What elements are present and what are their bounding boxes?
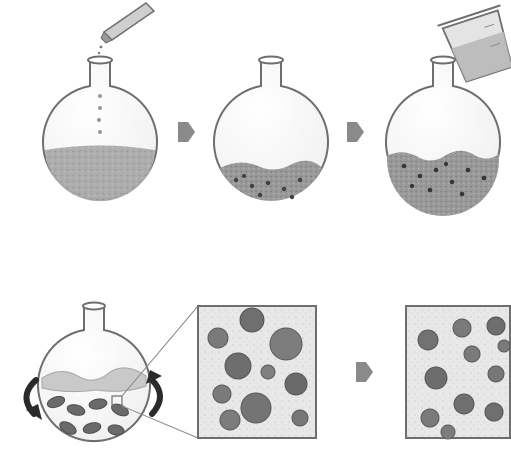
step-1-flask <box>43 3 157 201</box>
step-arrow-icon <box>347 122 364 142</box>
step-3-flask <box>386 5 511 216</box>
step-arrow-icon <box>178 122 195 142</box>
step-arrow-icon <box>356 362 373 382</box>
step-6-inset <box>406 306 510 439</box>
step-5-inset <box>198 306 316 438</box>
step-2-flask <box>214 57 328 201</box>
step-4-flask <box>26 303 198 442</box>
pipette-icon <box>98 3 154 54</box>
